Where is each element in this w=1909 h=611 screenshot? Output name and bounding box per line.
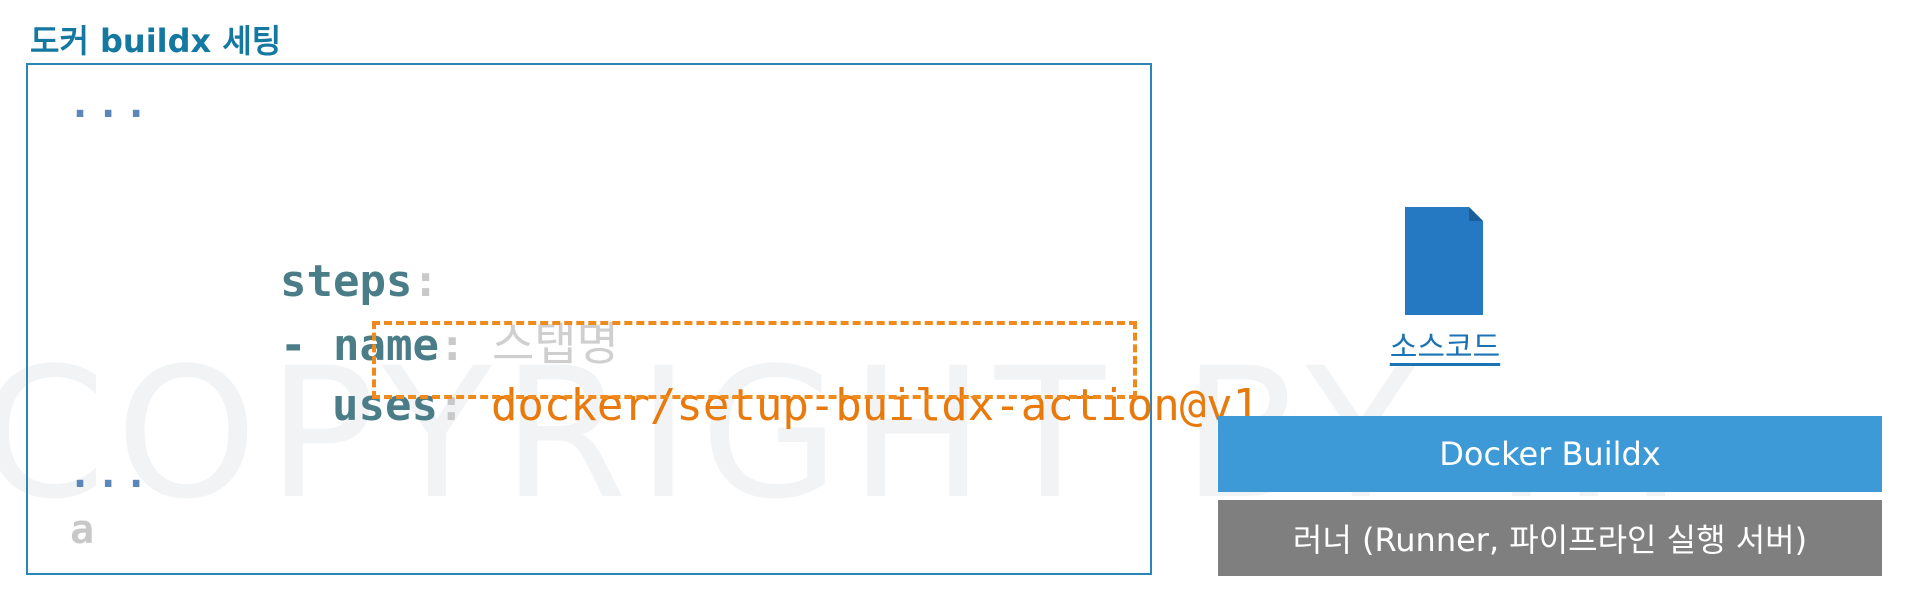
code-line-uses: uses: docker/setup-buildx-action@v1	[226, 331, 1259, 481]
code-line-steps: steps:	[174, 207, 439, 357]
page-title: 도커 buildx 세팅	[30, 22, 282, 60]
name-key: name	[332, 320, 439, 371]
ellipsis-top: ...	[68, 81, 153, 127]
document-icon	[1405, 207, 1483, 315]
stray-text: a	[70, 507, 95, 553]
runner-layer: 러너 (Runner, 파이프라인 실행 서버)	[1218, 500, 1882, 576]
colon: :	[412, 256, 439, 307]
code-line-name: - name: 스탭명	[174, 269, 619, 421]
step-name-placeholder: 스탭명	[491, 317, 619, 371]
colon: :	[437, 380, 465, 431]
steps-key: steps	[279, 256, 413, 307]
uses-key: uses	[331, 380, 438, 431]
uses-highlight-box	[372, 321, 1137, 399]
colon: :	[438, 320, 466, 371]
source-code-label: 소스코드	[1389, 330, 1501, 365]
uses-action-value: docker/setup-buildx-action@v1	[490, 380, 1260, 431]
ellipsis-bottom: ...	[68, 451, 153, 497]
docker-buildx-layer: Docker Buildx	[1218, 416, 1882, 492]
code-panel: ... steps: - name: 스탭명 uses: docker/setu…	[26, 63, 1259, 575]
list-dash: -	[279, 320, 307, 371]
